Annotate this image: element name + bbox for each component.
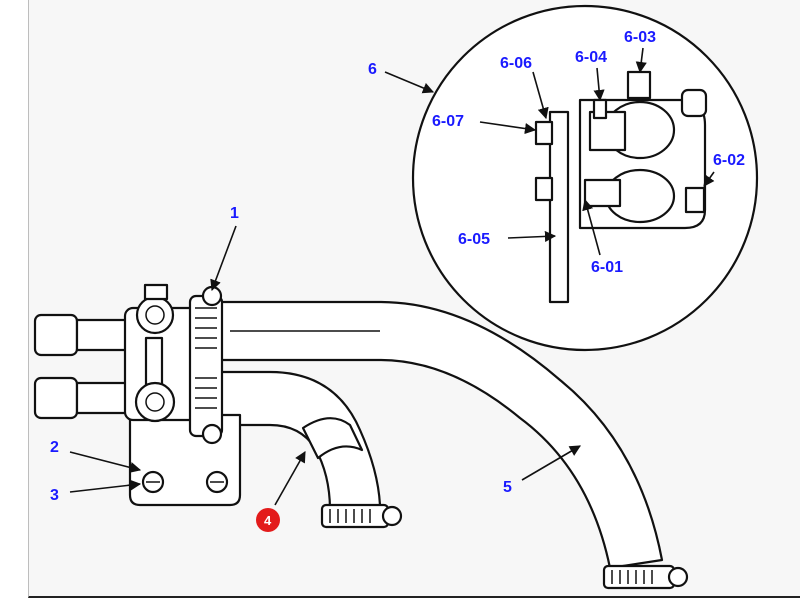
leader-6-05 <box>507 230 557 243</box>
leader-1 <box>210 225 237 292</box>
label-5[interactable]: 5 <box>503 479 512 496</box>
bolt-6-06 <box>534 120 554 146</box>
label-6-07[interactable]: 6-07 <box>432 113 464 130</box>
label-6-06[interactable]: 6-06 <box>500 55 532 72</box>
leader-6-07 <box>479 121 537 135</box>
highlight-marker-4 <box>256 508 280 532</box>
label-6-03[interactable]: 6-03 <box>624 29 656 46</box>
label-3[interactable]: 3 <box>50 487 59 504</box>
leader-6-04 <box>593 67 605 102</box>
leader-4 <box>274 451 306 506</box>
leader-6-02 <box>703 171 715 187</box>
part-labels: 1 2 3 4 5 6 6-01 6-02 6-03 6-04 6-05 6-0… <box>50 29 745 532</box>
leader-6 <box>384 71 435 94</box>
plate-6-05 <box>548 110 570 304</box>
label-1[interactable]: 1 <box>230 205 239 222</box>
label-4[interactable]: 4 <box>264 513 272 528</box>
screw-6-04 <box>592 98 608 120</box>
label-6-04[interactable]: 6-04 <box>575 49 607 66</box>
leader-lines <box>69 47 715 506</box>
label-6-02[interactable]: 6-02 <box>713 152 745 169</box>
left-fittings <box>33 313 129 420</box>
detail-callout-6 <box>411 4 759 352</box>
valve-body <box>123 283 199 423</box>
mounting-bracket <box>128 413 242 507</box>
hose-clamp-hose-4 <box>320 503 403 529</box>
clamp-1 <box>188 285 224 445</box>
leader-6-01 <box>582 198 601 256</box>
bolt-6-02 <box>684 186 706 214</box>
leader-5 <box>521 445 581 481</box>
leader-3 <box>69 479 142 493</box>
leader-2 <box>69 451 142 473</box>
label-6-01[interactable]: 6-01 <box>591 259 623 276</box>
label-6[interactable]: 6 <box>368 61 377 78</box>
leader-6-06 <box>532 71 549 120</box>
label-6-05[interactable]: 6-05 <box>458 231 490 248</box>
hose-clamp-tube-5 <box>602 564 689 590</box>
tube-5 <box>203 300 664 570</box>
leader-6-03 <box>635 47 647 74</box>
nut-6-03 <box>626 70 652 100</box>
label-2[interactable]: 2 <box>50 439 59 456</box>
